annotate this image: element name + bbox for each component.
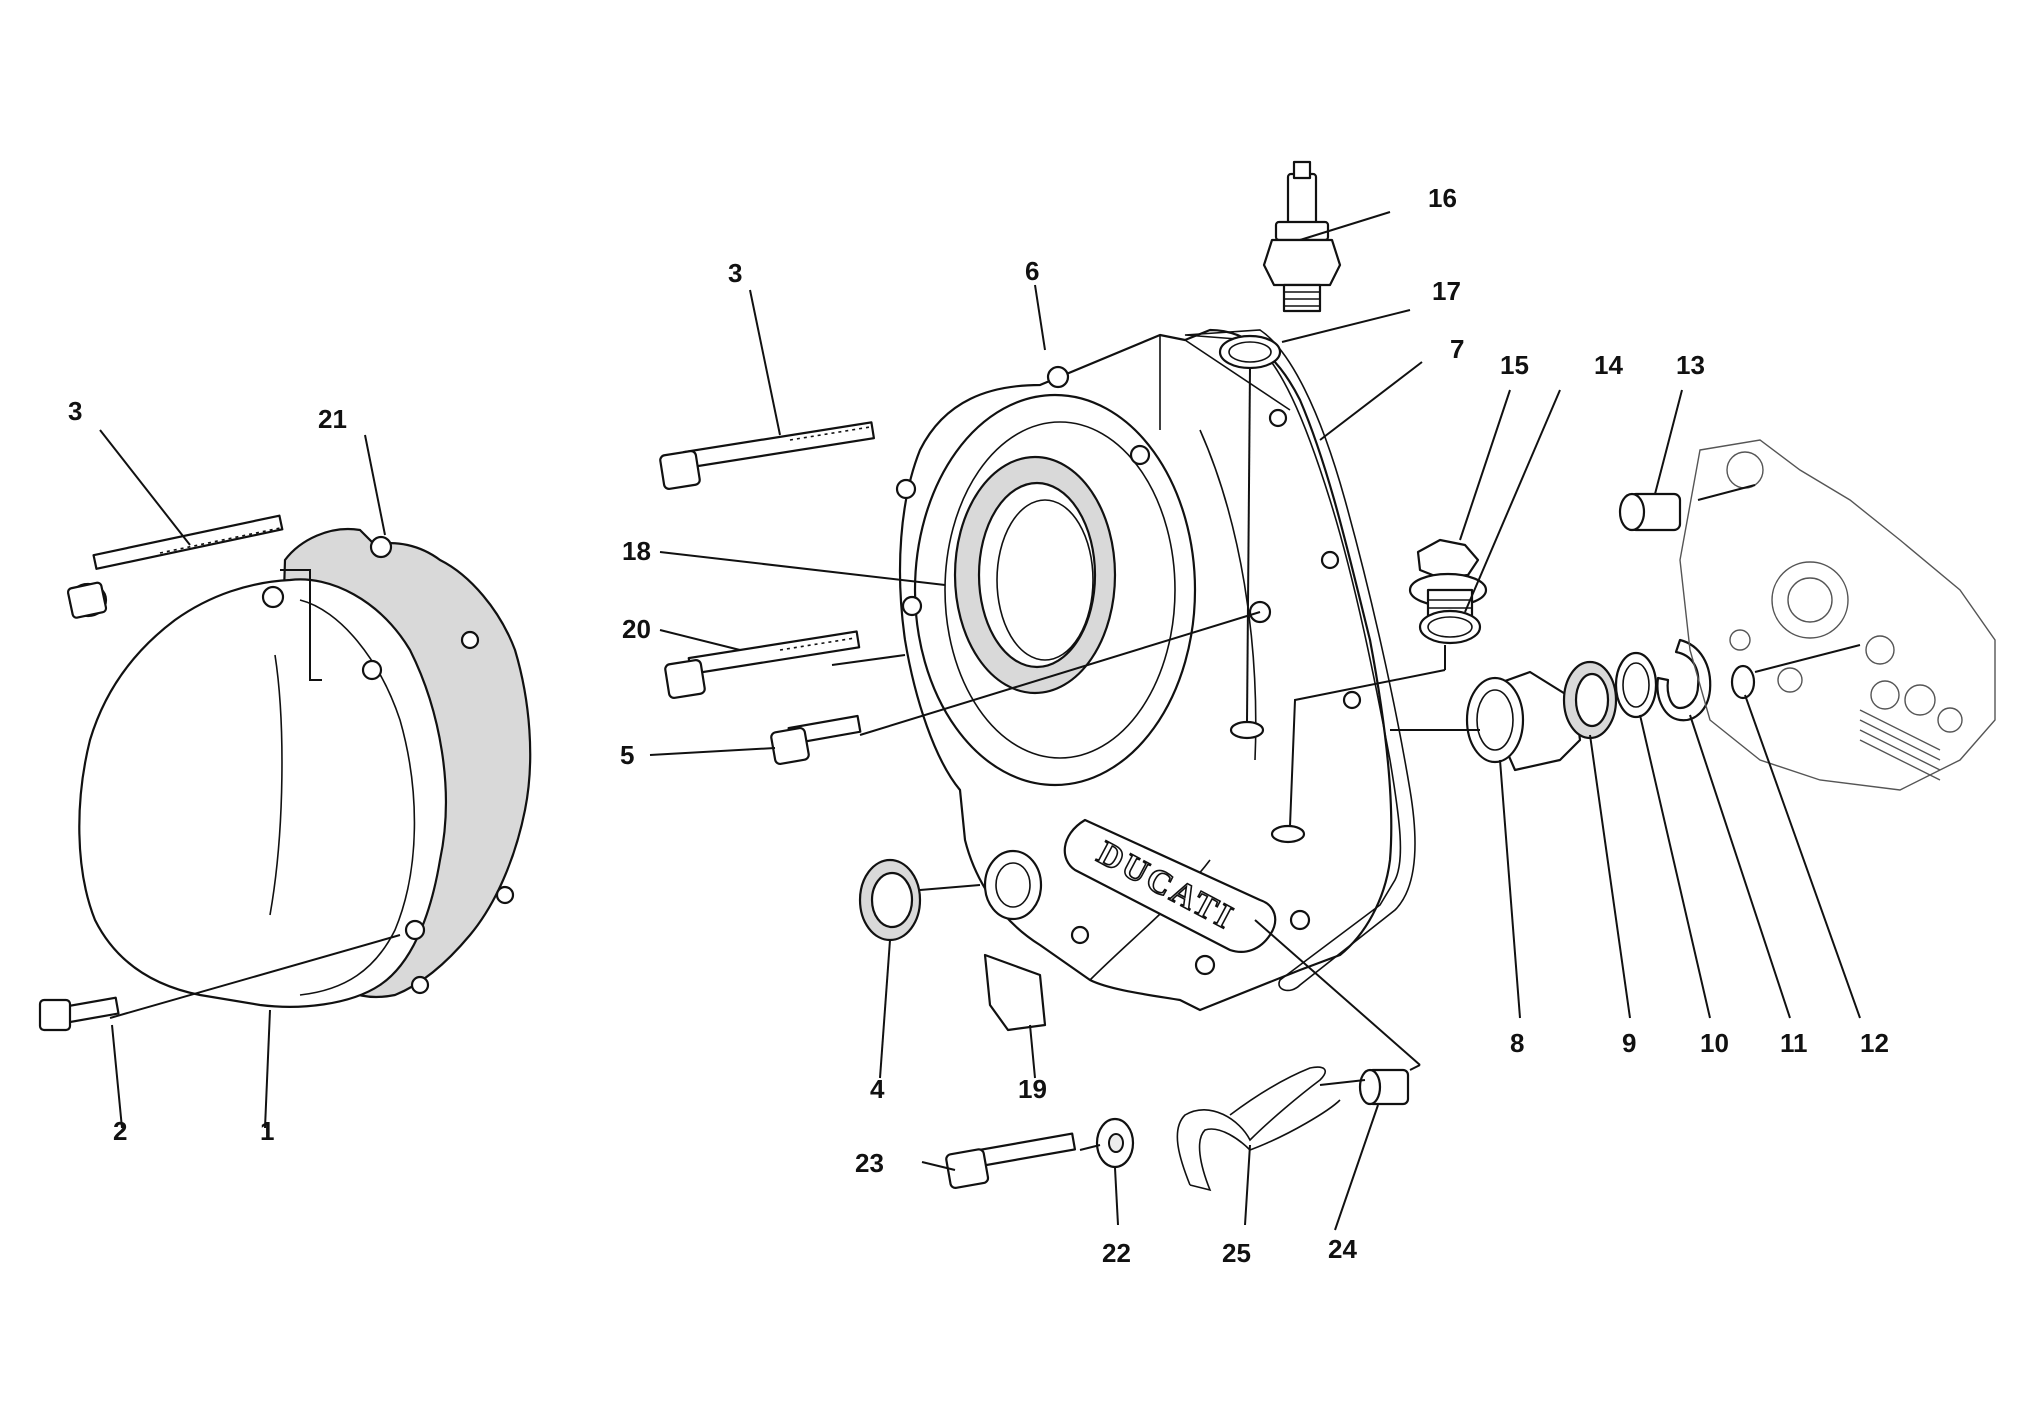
callout-16: 16 xyxy=(1428,183,1457,213)
callout-2: 2 xyxy=(113,1116,127,1146)
callout-1: 1 xyxy=(260,1116,274,1146)
callout-17: 17 xyxy=(1432,276,1461,306)
o-ring-12 xyxy=(1730,664,1756,700)
bush-8 xyxy=(1465,670,1582,772)
plate-19 xyxy=(983,953,1047,1032)
callout-3-left: 3 xyxy=(68,396,82,426)
oil-seal-18 xyxy=(953,455,1117,695)
bolt-3-center xyxy=(659,421,876,490)
callout-11: 11 xyxy=(1780,1028,1808,1058)
seal-4 xyxy=(858,858,922,942)
clutch-cover xyxy=(78,578,447,1008)
bolt-2 xyxy=(38,996,120,1032)
washer-22 xyxy=(1095,1117,1135,1169)
spacer-24 xyxy=(1358,1068,1410,1106)
callout-24: 24 xyxy=(1328,1234,1357,1264)
callout-25: 25 xyxy=(1222,1238,1251,1268)
callout-22: 22 xyxy=(1102,1238,1131,1268)
bolt-5 xyxy=(770,714,862,766)
callout-14: 14 xyxy=(1594,350,1623,380)
callout-12: 12 xyxy=(1860,1028,1889,1058)
callout-3-center: 3 xyxy=(728,258,742,288)
cover-gasket xyxy=(1184,329,1416,992)
filler-plug-15 xyxy=(1408,538,1488,618)
callout-6: 6 xyxy=(1025,256,1039,286)
sensor-16 xyxy=(1262,160,1342,313)
callout-4: 4 xyxy=(870,1074,885,1104)
clutch-housing-cover: DUCATI xyxy=(895,328,1393,1012)
callout-5: 5 xyxy=(620,740,634,770)
callout-18: 18 xyxy=(622,536,651,566)
callout-10: 10 xyxy=(1700,1028,1729,1058)
callout-20: 20 xyxy=(622,614,651,644)
circlip-11 xyxy=(1656,638,1712,722)
callout-13: 13 xyxy=(1676,350,1705,380)
callout-19: 19 xyxy=(1018,1074,1047,1104)
callout-15: 15 xyxy=(1500,350,1529,380)
bush-13 xyxy=(1618,492,1682,532)
callout-7: 7 xyxy=(1450,334,1464,364)
o-ring-14 xyxy=(1418,609,1482,645)
callout-labels: 1 2 3 3 4 5 6 7 8 9 10 11 12 13 14 15 16… xyxy=(68,183,1889,1268)
leader-lines xyxy=(99,211,1861,1231)
callout-23: 23 xyxy=(855,1148,884,1178)
callout-8: 8 xyxy=(1510,1028,1524,1058)
washer-10 xyxy=(1614,651,1658,719)
bolt-23 xyxy=(945,1132,1077,1189)
callout-21: 21 xyxy=(318,404,347,434)
clip-25 xyxy=(1176,1066,1341,1192)
callout-9: 9 xyxy=(1622,1028,1636,1058)
bolt-20 xyxy=(664,630,861,699)
seal-9 xyxy=(1562,660,1618,740)
